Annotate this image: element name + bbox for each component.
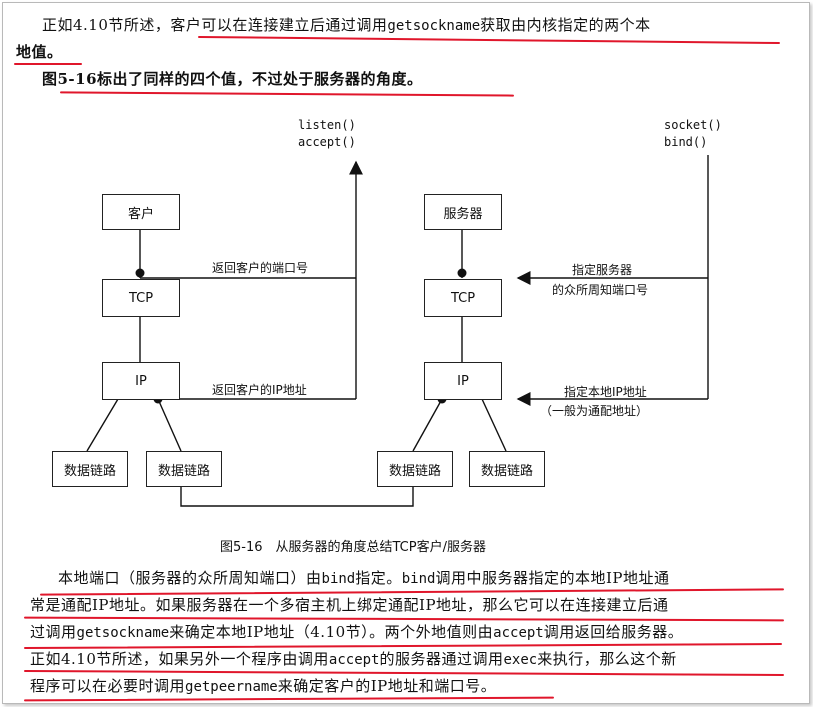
listen-call: listen() — [298, 118, 356, 132]
server-box: 服务器 — [424, 194, 502, 230]
para-3-line-5: 程序可以在必要时调用getpeername来确定客户的IP地址和端口号。 — [30, 677, 497, 695]
para-3-line-4: 正如4.10节所述，如果另外一个程序由调用accept的服务器通过调用exec来… — [30, 650, 677, 668]
client-datalink-2: 数据链路 — [146, 451, 222, 487]
underline-2 — [14, 63, 82, 65]
server-datalink-1: 数据链路 — [377, 451, 453, 487]
client-tcp-box: TCP — [102, 279, 180, 317]
label-specify-server-1: 指定服务器 — [572, 263, 633, 277]
para-1-line-1: 正如4.10节所述，客户可以在连接建立后通过调用getsockname获取由内核… — [42, 16, 651, 34]
para-2-line-1: 图5-16标出了同样的四个值，不过处于服务器的角度。 — [42, 70, 423, 88]
accept-call: accept() — [298, 135, 356, 149]
para-3-line-1: 本地端口（服务器的众所周知端口）由bind指定。bind调用中服务器指定的本地I… — [58, 569, 670, 587]
label-specify-ip-2: （一般为通配地址） — [540, 404, 649, 418]
para-1-line-2: 地值。 — [16, 43, 63, 61]
label-return-client-ip: 返回客户的IP地址 — [212, 383, 307, 397]
server-datalink-2: 数据链路 — [469, 451, 545, 487]
para-3-line-3: 过调用getsockname来确定本地IP地址（4.10节）。两个外地值则由ac… — [30, 623, 684, 641]
client-box: 客户 — [102, 194, 180, 230]
bind-call: bind() — [664, 135, 708, 149]
server-ip-box: IP — [424, 362, 502, 400]
server-tcp-box: TCP — [424, 279, 502, 317]
client-ip-box: IP — [102, 362, 180, 400]
para-3-line-2: 常是通配IP地址。如果服务器在一个多宿主机上绑定通配IP地址，那么它可以在连接建… — [30, 596, 669, 614]
socket-call: socket() — [664, 118, 722, 132]
figure-caption: 图5-16 从服务器的角度总结TCP客户/服务器 — [220, 540, 486, 555]
client-datalink-1: 数据链路 — [52, 451, 128, 487]
label-specify-ip-1: 指定本地IP地址 — [564, 385, 647, 399]
label-return-client-port: 返回客户的端口号 — [212, 261, 309, 275]
label-specify-server-2: 的众所周知端口号 — [552, 283, 649, 297]
